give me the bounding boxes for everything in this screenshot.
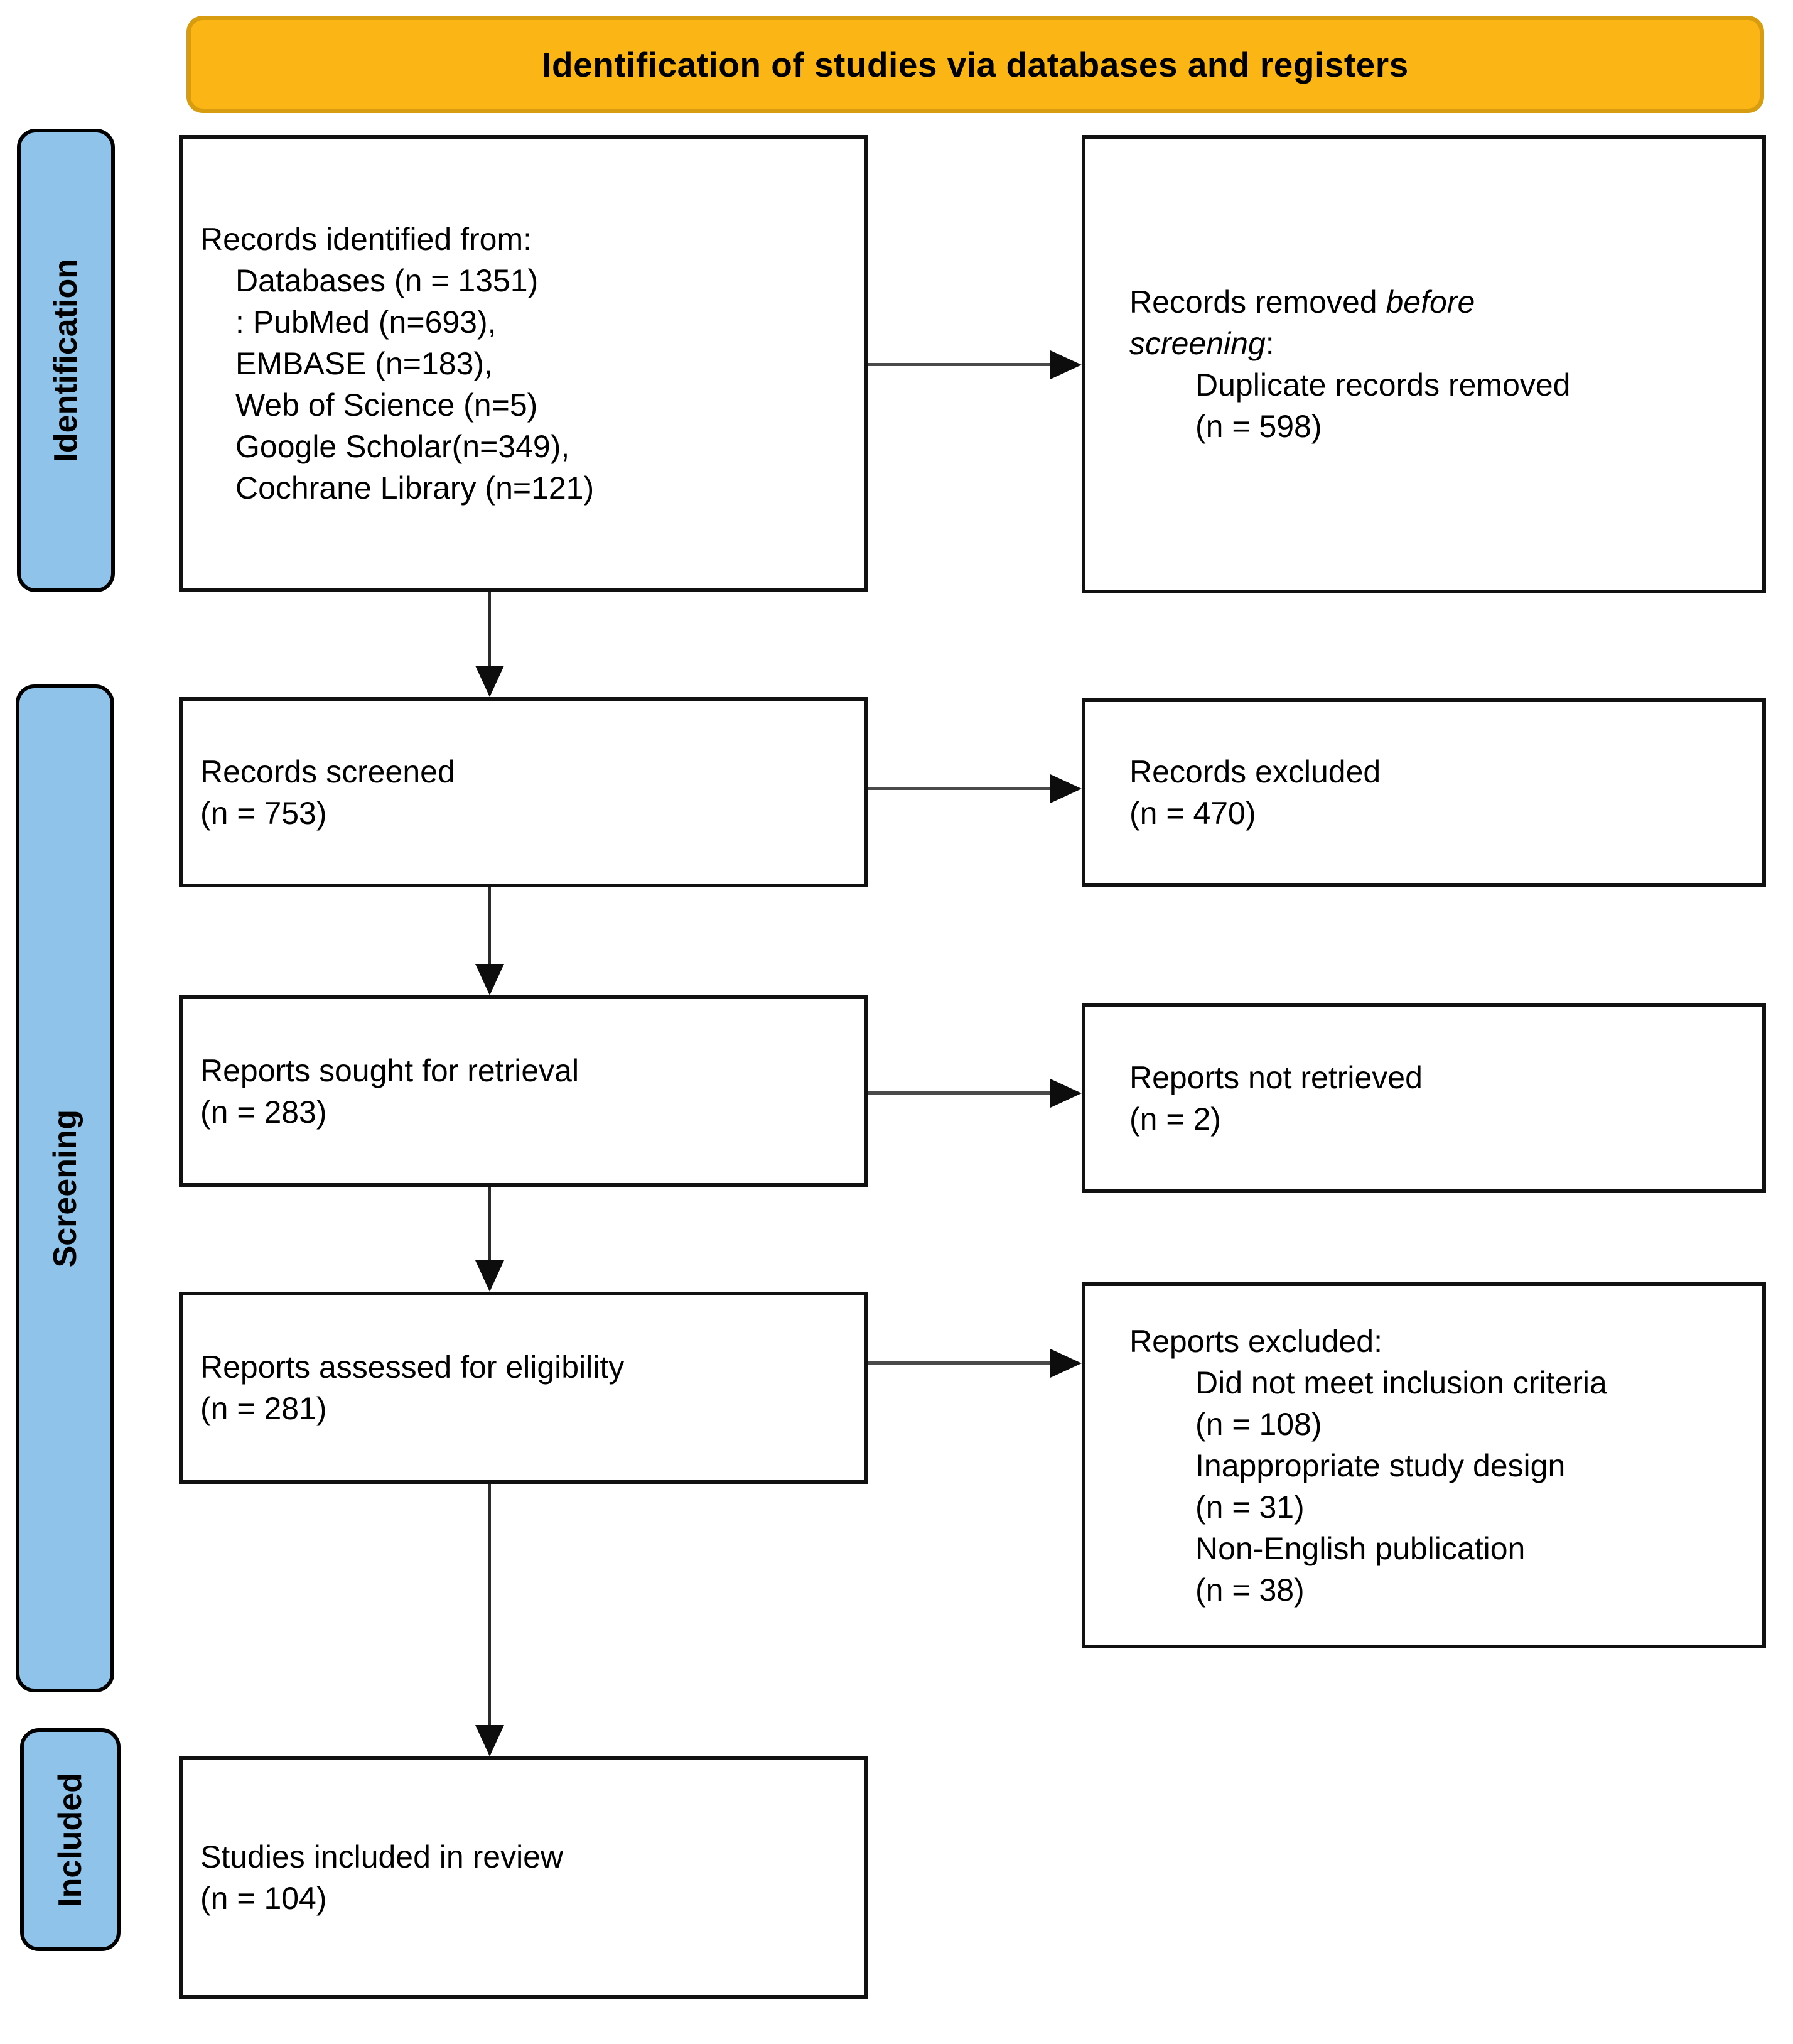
box-reports-assessed: Reports assessed for eligibility (n = 28… (179, 1292, 868, 1484)
reports-excluded-item: Did not meet inclusion criteria (1195, 1365, 1607, 1400)
reports-assessed-count: (n = 281) (200, 1391, 327, 1426)
reports-excluded-item: (n = 108) (1195, 1406, 1322, 1442)
stage-label-identification: Identification (17, 129, 115, 592)
stage-label-screening-text: Screening (46, 1109, 83, 1268)
records-excluded-line: Records excluded (1129, 754, 1381, 789)
box-records-screened: Records screened (n = 753) (179, 697, 868, 887)
stage-label-included-text: Included (52, 1772, 89, 1907)
stage-label-identification-text: Identification (48, 259, 84, 462)
reports-excluded-item: (n = 31) (1195, 1489, 1305, 1525)
reports-excluded-item: Inappropriate study design (1195, 1447, 1566, 1483)
reports-excluded-intro: Reports excluded: (1129, 1323, 1383, 1359)
studies-included-count: (n = 104) (200, 1881, 327, 1916)
stage-label-included: Included (20, 1728, 121, 1951)
header-title: Identification of studies via databases … (542, 45, 1409, 84)
records-screened-line: Records screened (200, 754, 455, 789)
box-records-removed: Records removed before screening: Duplic… (1082, 135, 1766, 593)
header-banner: Identification of studies via databases … (186, 16, 1764, 113)
reports-not-retrieved-line: Reports not retrieved (1129, 1059, 1423, 1095)
records-identified-intro: Records identified from: (200, 221, 532, 257)
reports-excluded-item: Non-English publication (1195, 1530, 1526, 1566)
box-reports-excluded: Reports excluded: Did not meet inclusion… (1082, 1282, 1766, 1648)
records-removed-prefix: Records removed (1129, 284, 1386, 320)
records-screened-count: (n = 753) (200, 795, 327, 831)
records-removed-item: (n = 598) (1195, 409, 1322, 444)
studies-included-line: Studies included in review (200, 1839, 564, 1874)
records-identified-item: Web of Science (n=5) (235, 387, 538, 423)
records-identified-item: Cochrane Library (n=121) (235, 470, 595, 506)
records-removed-item: Duplicate records removed (1195, 367, 1571, 403)
box-records-identified: Records identified from: Databases (n = … (179, 135, 868, 592)
box-studies-included: Studies included in review (n = 104) (179, 1756, 868, 1999)
records-identified-item: EMBASE (n=183), (235, 345, 493, 381)
reports-sought-count: (n = 283) (200, 1094, 327, 1130)
records-identified-item: Google Scholar(n=349), (235, 428, 570, 464)
records-removed-italic2: screening (1129, 326, 1266, 361)
box-reports-sought: Reports sought for retrieval (n = 283) (179, 995, 868, 1187)
records-excluded-count: (n = 470) (1129, 796, 1256, 831)
reports-assessed-line: Reports assessed for eligibility (200, 1349, 625, 1385)
reports-not-retrieved-count: (n = 2) (1129, 1101, 1221, 1137)
reports-excluded-item: (n = 38) (1195, 1572, 1305, 1608)
box-records-excluded: Records excluded (n = 470) (1082, 698, 1766, 887)
records-removed-suffix: : (1265, 326, 1274, 361)
records-removed-line1: Records removed before (1129, 281, 1756, 323)
records-identified-item: : PubMed (n=693), (235, 304, 497, 340)
records-removed-italic1: before (1386, 284, 1475, 320)
reports-sought-line: Reports sought for retrieval (200, 1052, 579, 1088)
records-removed-line2: screening: (1129, 323, 1756, 364)
records-identified-item: Databases (n = 1351) (235, 262, 539, 298)
stage-label-screening: Screening (16, 684, 114, 1692)
box-reports-not-retrieved: Reports not retrieved (n = 2) (1082, 1003, 1766, 1193)
